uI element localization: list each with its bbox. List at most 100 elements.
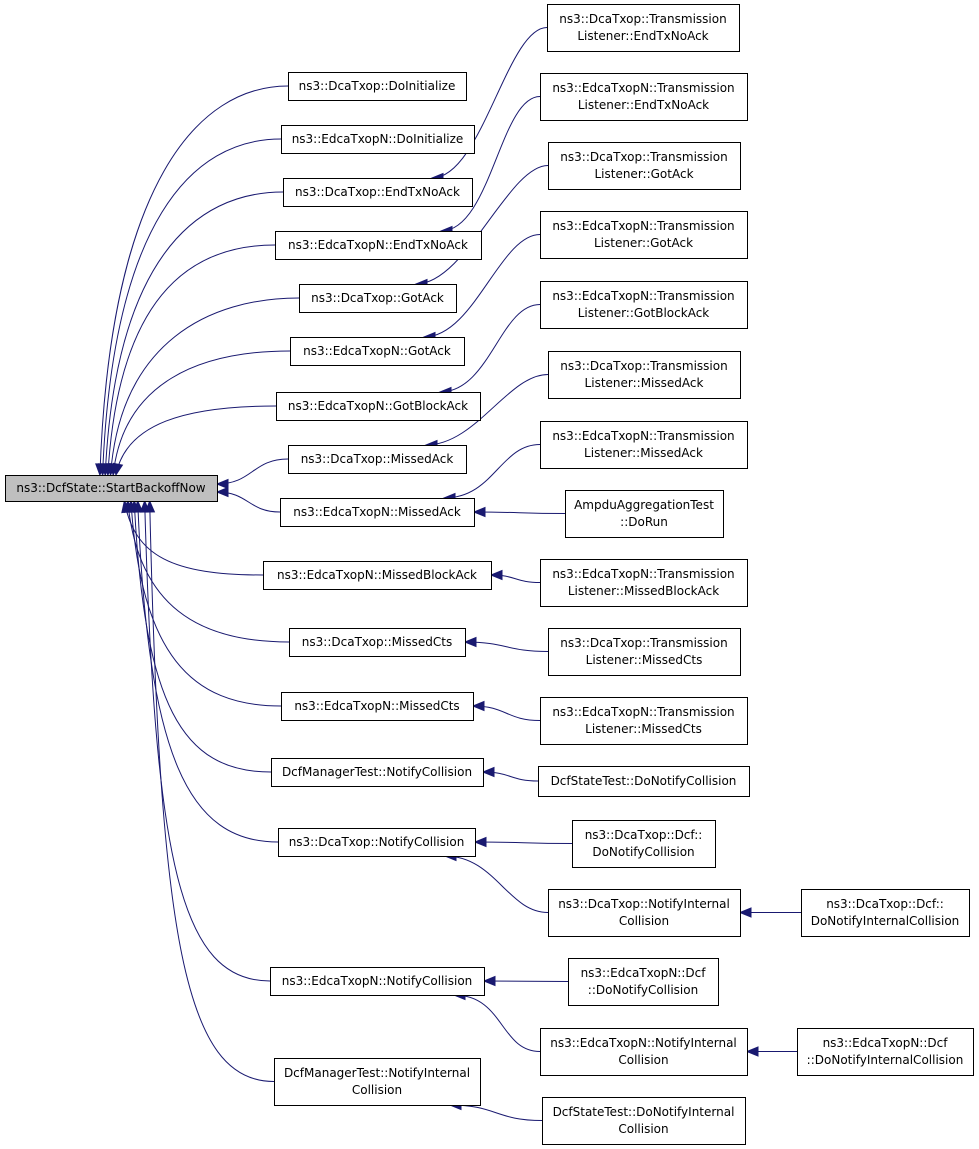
node-root[interactable]: ns3::DcfState::StartBackoffNow (5, 475, 218, 502)
node-edca_missedcts[interactable]: ns3::EdcaTxopN::MissedCts (281, 692, 474, 721)
node-label: Listener::EndTxNoAck (578, 98, 709, 112)
edge-line (110, 297, 300, 476)
node-tl_dca_gotack[interactable]: ns3::DcaTxop::TransmissionListener::GotA… (548, 142, 741, 190)
node-box[interactable] (274, 1058, 481, 1106)
node-dca_missedcts[interactable]: ns3::DcaTxop::MissedCts (289, 628, 466, 657)
node-box[interactable] (540, 73, 748, 121)
edge-line (440, 96, 541, 232)
node-box[interactable] (797, 1028, 974, 1076)
node-tl_edca_gotack[interactable]: ns3::EdcaTxopN::TransmissionListener::Go… (540, 211, 748, 259)
node-edca_gotack[interactable]: ns3::EdcaTxopN::GotAck (290, 337, 465, 366)
node-box[interactable] (281, 125, 475, 154)
node-label: ns3::EdcaTxopN::Transmission (552, 219, 734, 233)
node-dca_gotack[interactable]: ns3::DcaTxop::GotAck (299, 284, 457, 313)
node-box[interactable] (540, 697, 748, 745)
arrowhead-icon (482, 975, 496, 987)
node-dcfmgr_notifyint[interactable]: DcfManagerTest::NotifyInternalCollision (274, 1058, 481, 1106)
edge-line (123, 500, 264, 576)
node-box[interactable] (548, 142, 741, 190)
node-box[interactable] (548, 351, 741, 399)
node-ampdu_dorun[interactable]: AmpduAggregationTest::DoRun (565, 490, 724, 538)
node-label: DoNotifyCollision (592, 845, 694, 859)
edge-line (130, 500, 282, 707)
node-edca_notify[interactable]: ns3::EdcaTxopN::NotifyCollision (270, 967, 485, 996)
node-box[interactable] (548, 628, 741, 676)
node-box[interactable] (540, 281, 748, 329)
node-edca_doinit[interactable]: ns3::EdcaTxopN::DoInitialize (281, 125, 475, 154)
node-dca_dcf_donotifyint[interactable]: ns3::DcaTxop::Dcf::DoNotifyInternalColli… (801, 889, 970, 937)
node-edca_missedack[interactable]: ns3::EdcaTxopN::MissedAck (280, 498, 475, 527)
node-box[interactable] (568, 958, 719, 1006)
node-box[interactable] (280, 498, 475, 527)
node-label: ns3::EdcaTxopN::Dcf (581, 966, 707, 980)
node-edca_dcf_donotifyint[interactable]: ns3::EdcaTxopN::Dcf::DoNotifyInternalCol… (797, 1028, 974, 1076)
node-box[interactable] (299, 284, 457, 313)
edge-dcfmgr_notify-to-root (129, 499, 272, 773)
edge-edca_doinit-to-root (97, 138, 282, 477)
arrowhead-icon (215, 478, 229, 490)
node-box[interactable] (540, 559, 748, 607)
node-box[interactable] (281, 692, 474, 721)
edge-line (115, 405, 277, 476)
node-box[interactable] (538, 766, 750, 797)
node-dca_notify[interactable]: ns3::DcaTxop::NotifyCollision (278, 828, 476, 857)
node-edca_endtx[interactable]: ns3::EdcaTxopN::EndTxNoAck (275, 231, 482, 260)
node-dca_doinit[interactable]: ns3::DcaTxop::DoInitialize (288, 72, 467, 101)
node-tl_dca_endtx[interactable]: ns3::DcaTxop::TransmissionListener::EndT… (547, 4, 740, 52)
edge-dcfmgr_notifyint-to-root (144, 499, 275, 1082)
edge-edca_gotack-to-root (109, 350, 291, 477)
node-edca_missedblock[interactable]: ns3::EdcaTxopN::MissedBlockAck (263, 561, 492, 590)
node-tl_edca_endtx[interactable]: ns3::EdcaTxopN::TransmissionListener::En… (540, 73, 748, 121)
node-box[interactable] (572, 820, 716, 868)
node-box[interactable] (540, 1028, 748, 1076)
root-node-box[interactable] (5, 475, 218, 502)
node-box[interactable] (278, 828, 476, 857)
node-box[interactable] (290, 337, 465, 366)
node-box[interactable] (288, 72, 467, 101)
node-label: ns3::DcaTxop::NotifyCollision (289, 835, 465, 849)
node-dcfmgr_notify[interactable]: DcfManagerTest::NotifyCollision (271, 758, 484, 787)
node-tl_edca_missedack[interactable]: ns3::EdcaTxopN::TransmissionListener::Mi… (540, 421, 748, 469)
node-label: ns3::DcaTxop::EndTxNoAck (295, 185, 460, 199)
node-box[interactable] (801, 889, 970, 937)
node-box[interactable] (547, 4, 740, 52)
arrowhead-icon (471, 700, 485, 712)
node-label: ns3::DcaTxop::NotifyInternal (558, 897, 730, 911)
node-box[interactable] (275, 231, 482, 260)
node-box[interactable] (283, 178, 473, 207)
node-box[interactable] (263, 561, 492, 590)
node-box[interactable] (540, 211, 748, 259)
node-dca_dcf_donotify[interactable]: ns3::DcaTxop::Dcf::DoNotifyCollision (572, 820, 716, 868)
node-tl_edca_missedblock[interactable]: ns3::EdcaTxopN::TransmissionListener::Mi… (540, 559, 748, 607)
node-tl_dca_missedcts[interactable]: ns3::DcaTxop::TransmissionListener::Miss… (548, 628, 741, 676)
node-dcfstate_donotify[interactable]: DcfStateTest::DoNotifyCollision (538, 766, 750, 797)
node-box[interactable] (276, 392, 481, 421)
node-box[interactable] (565, 490, 724, 538)
node-box[interactable] (271, 758, 484, 787)
node-tl_edca_gotblock[interactable]: ns3::EdcaTxopN::TransmissionListener::Go… (540, 281, 748, 329)
node-box[interactable] (288, 445, 467, 474)
node-tl_edca_missedcts[interactable]: ns3::EdcaTxopN::TransmissionListener::Mi… (540, 697, 748, 745)
node-label: Listener::MissedAck (585, 376, 704, 390)
node-dca_endtx[interactable]: ns3::DcaTxop::EndTxNoAck (283, 178, 473, 207)
node-box[interactable] (548, 889, 741, 937)
node-box[interactable] (289, 628, 466, 657)
node-box[interactable] (542, 1097, 746, 1145)
node-edca_notifyint[interactable]: ns3::EdcaTxopN::NotifyInternalCollision (540, 1028, 748, 1076)
node-edca_gotblock[interactable]: ns3::EdcaTxopN::GotBlockAck (276, 392, 481, 421)
edge-line (444, 855, 549, 913)
node-dca_notifyint[interactable]: ns3::DcaTxop::NotifyInternalCollision (548, 889, 741, 937)
node-dca_missedack[interactable]: ns3::DcaTxop::MissedAck (288, 445, 467, 474)
node-edca_dcf_donotify[interactable]: ns3::EdcaTxopN::Dcf::DoNotifyCollision (568, 958, 719, 1006)
edge-line (449, 1104, 543, 1121)
node-label: ns3::EdcaTxopN::Transmission (552, 81, 734, 95)
node-dcfstate_donotifyint[interactable]: DcfStateTest::DoNotifyInternalCollision (542, 1097, 746, 1145)
arrowhead-icon (144, 499, 156, 513)
edge-line (473, 511, 566, 514)
node-box[interactable] (540, 421, 748, 469)
node-box[interactable] (270, 967, 485, 996)
edge-tl_edca_missedblock-to-edca_missedblock (489, 569, 541, 583)
node-tl_dca_missedack[interactable]: ns3::DcaTxop::TransmissionListener::Miss… (548, 351, 741, 399)
node-label: ns3::DcaTxop::MissedCts (302, 635, 452, 649)
node-label: AmpduAggregationTest (574, 498, 714, 512)
